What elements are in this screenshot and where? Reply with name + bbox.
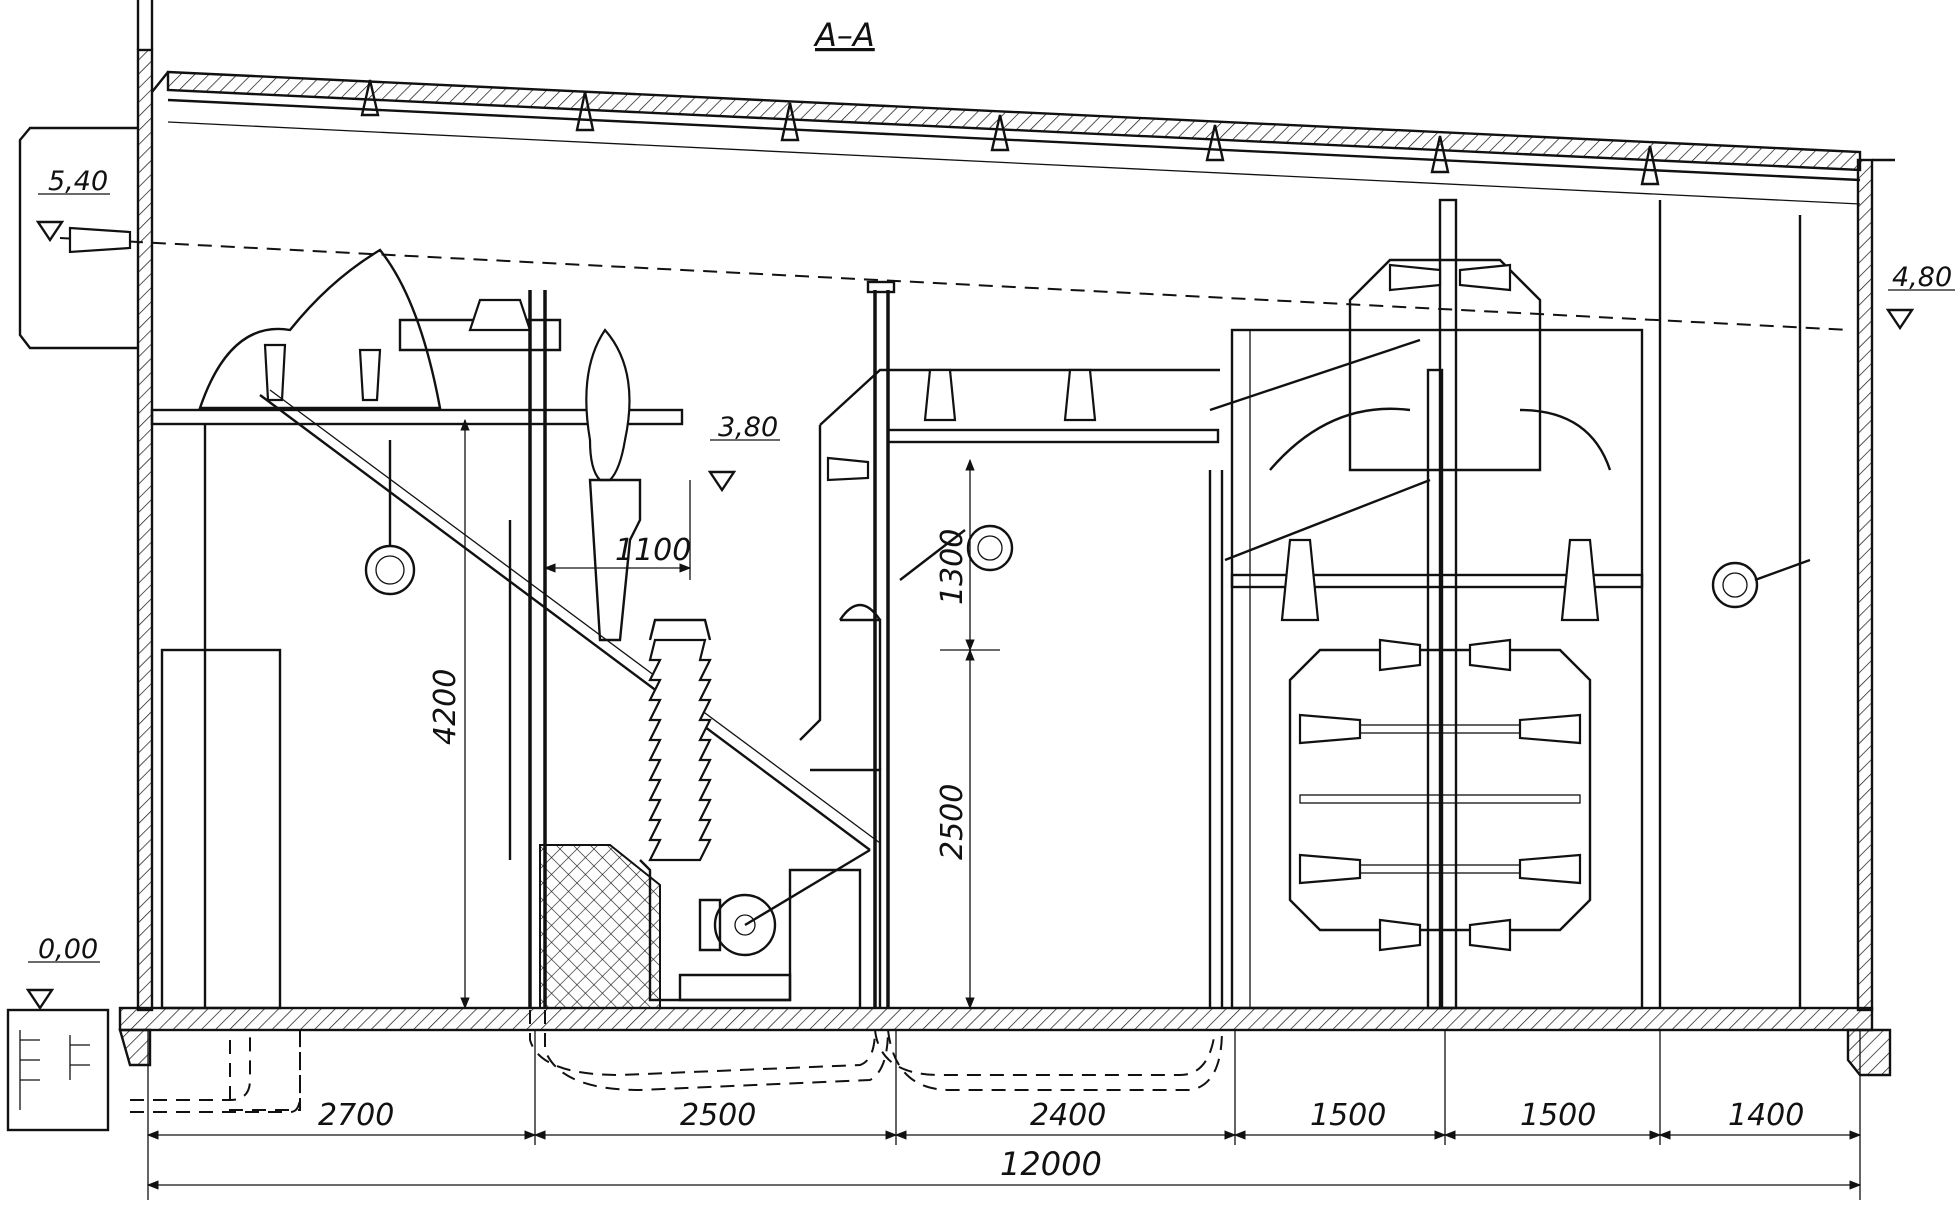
elevation-marks	[25, 193, 1955, 1011]
dim-label-1100: 1100	[615, 533, 691, 568]
underfloor-cables	[130, 1010, 1223, 1113]
overhead-busbar	[59, 237, 1851, 331]
dim-label-1300: 1300	[935, 529, 970, 605]
dim-label-span-1: 2700	[318, 1098, 394, 1133]
dimension-lines	[146, 418, 1862, 1200]
section-title: A–A	[813, 16, 875, 54]
roof-ribs	[360, 79, 1660, 186]
left-bay-equipment	[68, 226, 881, 1010]
dim-label-span-4: 1500	[1310, 1098, 1386, 1133]
breaker-bay-equipment	[508, 280, 1220, 1009]
elevation-label-floor: 0,00	[38, 934, 98, 965]
dim-label-2500-vertical: 2500	[935, 784, 970, 860]
elevation-label-platform: 3,80	[718, 412, 778, 443]
dim-label-span-3: 2400	[1030, 1098, 1106, 1133]
dim-label-span-6: 1400	[1728, 1098, 1804, 1133]
dim-label-span-2: 2500	[680, 1098, 756, 1133]
dim-label-4200: 4200	[428, 669, 463, 745]
dim-label-span-5: 1500	[1520, 1098, 1596, 1133]
elevation-label-roof: 5,40	[48, 166, 108, 197]
elevation-label-left-wall: 4,80	[1892, 262, 1952, 293]
arrester-tower-equipment	[1208, 198, 1811, 1010]
dim-label-overall: 12000	[1000, 1145, 1102, 1183]
